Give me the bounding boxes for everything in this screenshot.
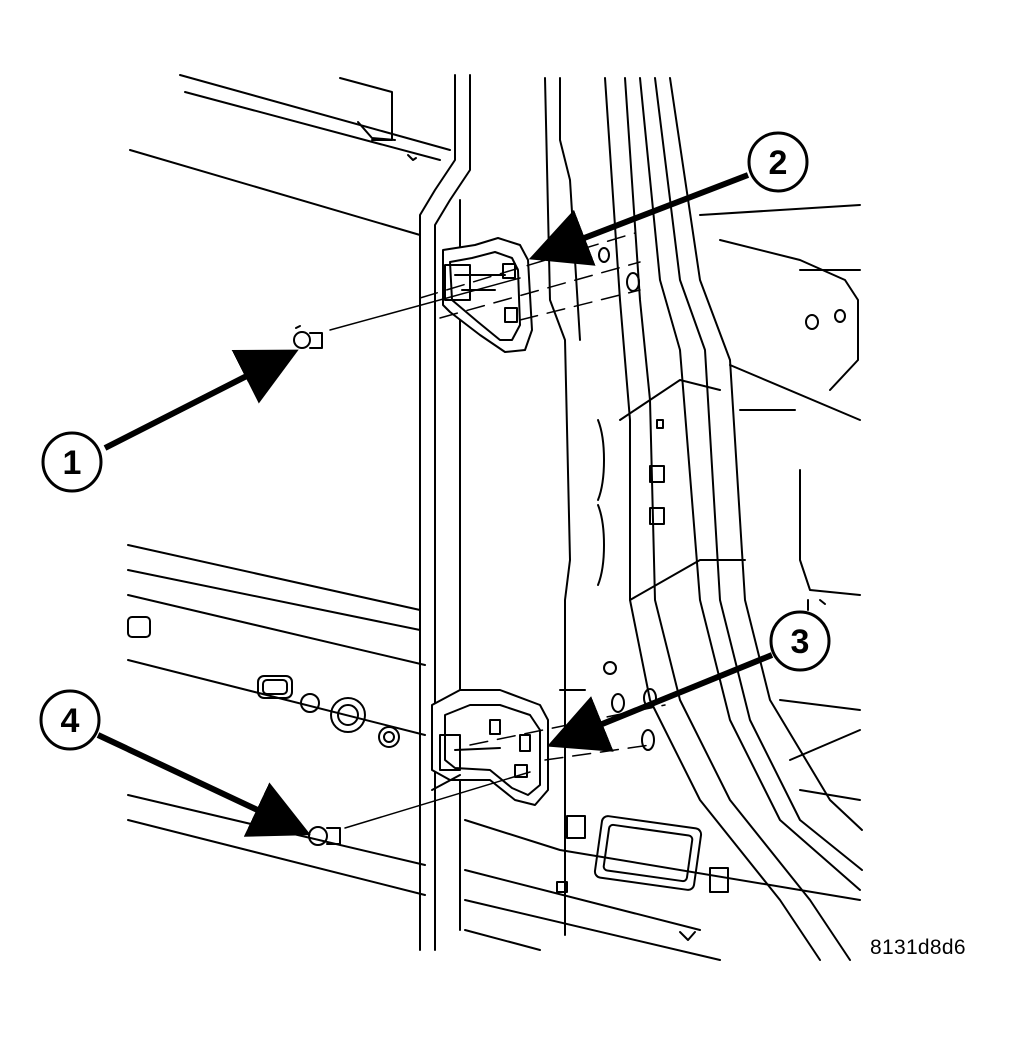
- callout-1: 1: [41, 431, 103, 493]
- callout-2-label: 2: [769, 144, 788, 182]
- b-pillar: [556, 77, 863, 961]
- figure-code: 8131d8d6: [870, 936, 966, 959]
- upper-hinge: [442, 237, 533, 353]
- leader-arrows: [96, 172, 774, 837]
- callout-4-label: 4: [61, 702, 80, 740]
- callout-2: 2: [747, 131, 809, 193]
- lower-bolt: [308, 826, 341, 846]
- callout-4: 4: [39, 689, 101, 751]
- arrow-to-upper-bolt: [103, 349, 299, 451]
- lower-hinge: [431, 689, 549, 806]
- door-panel: [127, 74, 471, 951]
- upper-bolt: [293, 325, 323, 349]
- arrow-to-upper-hinge: [528, 172, 750, 266]
- callout-3: 3: [769, 610, 831, 672]
- arrow-to-lower-hinge: [546, 652, 774, 752]
- arrow-to-lower-bolt: [96, 732, 311, 837]
- callout-1-label: 1: [63, 444, 82, 482]
- callout-3-label: 3: [791, 623, 810, 661]
